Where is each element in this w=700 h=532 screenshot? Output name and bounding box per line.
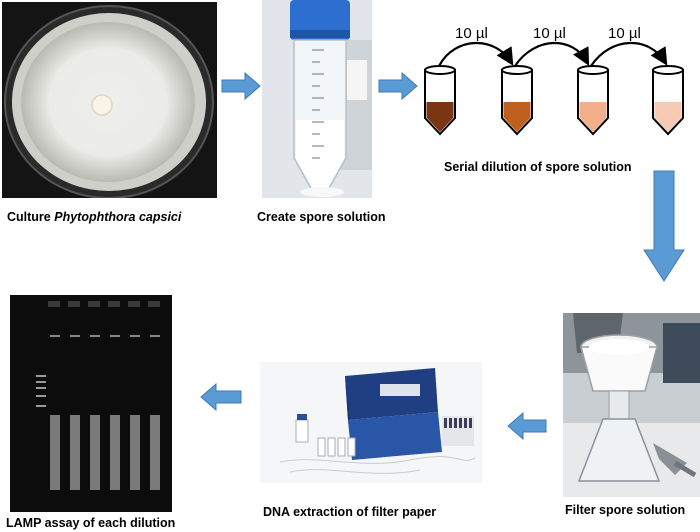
transfer-label-3: 10 µl xyxy=(608,25,641,42)
dilution-tube-4 xyxy=(652,65,684,136)
dna-kit-photo xyxy=(260,362,482,483)
gel-photo xyxy=(10,295,172,512)
spore-solution-photo xyxy=(262,0,372,198)
arrow-filter-to-dna xyxy=(507,412,547,440)
transfer-label-2: 10 µl xyxy=(533,25,566,42)
serial-dilution-diagram xyxy=(415,18,695,143)
arrow-spore-to-dilution xyxy=(378,72,418,100)
caption-serial-dilution: Serial dilution of spore solution xyxy=(444,160,632,174)
caption-spore: Create spore solution xyxy=(257,210,386,224)
caption-culture: Culture Phytophthora capsici xyxy=(7,210,182,224)
transfer-arrow-2 xyxy=(514,41,590,67)
transfer-arrow-1 xyxy=(438,41,514,67)
transfer-label-1: 10 µl xyxy=(455,25,488,42)
arrow-dilution-to-filter xyxy=(643,170,685,282)
caption-lamp: LAMP assay of each dilution xyxy=(6,516,176,530)
caption-dna: DNA extraction of filter paper xyxy=(263,505,437,519)
dilution-tube-2 xyxy=(501,65,533,136)
transfer-arrow-3 xyxy=(590,41,668,67)
caption-filter: Filter spore solution xyxy=(565,503,686,517)
culture-photo xyxy=(2,2,217,198)
dilution-tube-3 xyxy=(577,65,609,136)
filter-photo xyxy=(563,313,700,497)
arrow-dna-to-lamp xyxy=(200,383,242,411)
dilution-tube-1 xyxy=(424,65,456,136)
arrow-culture-to-spore xyxy=(221,72,261,100)
